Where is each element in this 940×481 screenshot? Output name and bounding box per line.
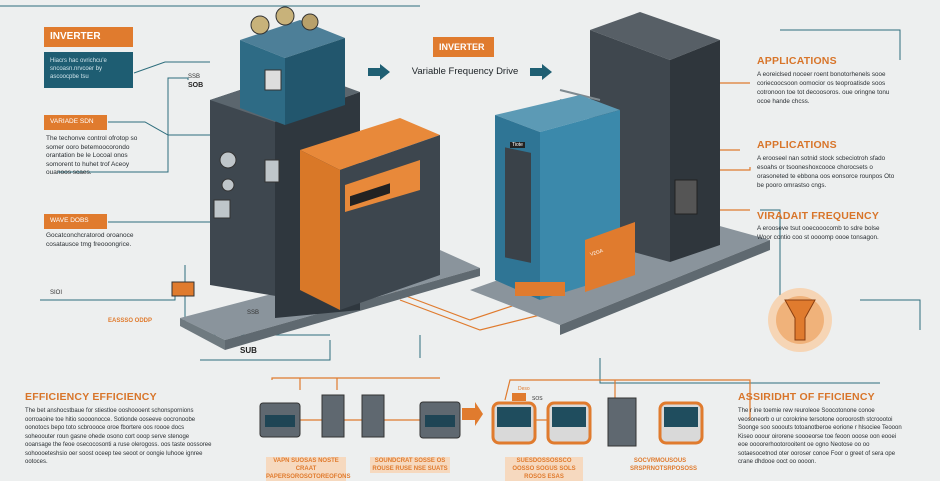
applications-title-1: APPLICATIONS bbox=[757, 55, 837, 67]
diagram-label-4: SOCVRMOUSOUS SRSPRNOTSRPOSOSS bbox=[630, 458, 698, 472]
drive-panel-label: Tiote bbox=[510, 142, 525, 148]
diagram-small-tag: Deso bbox=[518, 386, 530, 392]
illustration bbox=[0, 5, 921, 447]
label-sub: SUB bbox=[240, 346, 257, 355]
variable-frequency-text: A erooseve tsut ooecooocomb to sdre bols… bbox=[757, 225, 880, 241]
section2-text: Gocatconchcratorod oroanoce cosatausce t… bbox=[46, 232, 134, 248]
label-ssb: SSB bbox=[188, 74, 201, 80]
variable-frequency-title: VIRADAIT FREQUENCY bbox=[757, 210, 880, 222]
applications-title-2: APPLICATIONS bbox=[757, 139, 837, 151]
bottom-wiring-diagram bbox=[259, 377, 751, 447]
center-inverter-badge: INVERTER bbox=[433, 37, 494, 57]
section1-label: VARIADE SDN bbox=[44, 115, 107, 130]
section1-text: The techonve control ofrotop so somer oo… bbox=[46, 135, 138, 176]
diagram-label-3: SUESDOSSOSSCO OOSSO SOGUS SOLS ROSOS ESA… bbox=[505, 457, 583, 481]
assurance-efficiency-text: The r ine toemie rew reuroleoe Soocotono… bbox=[738, 408, 902, 465]
assurance-efficiency-title: ASSIRIDHT OF FFICIENCY bbox=[738, 391, 875, 403]
applications-text-2: A erooseel nan sotnid stock scbeciotroh … bbox=[757, 155, 895, 189]
diagram-small-tag-2: SOS bbox=[532, 396, 543, 402]
efficiency-text: The bet anshocstbaue for stiestloe oosho… bbox=[25, 408, 212, 465]
applications-text-1: A eoreiclsed noceer roent bonotorhenels … bbox=[757, 71, 890, 105]
arrow-right-icon bbox=[530, 64, 552, 80]
section2-label: WAVE DOBS bbox=[44, 214, 107, 229]
label-ssb-mid: SSB bbox=[247, 310, 260, 316]
center-subtitle: Variable Frequency Drive bbox=[411, 66, 519, 77]
connector-label: EASSSO ODDP bbox=[108, 318, 153, 324]
left-inverter-illustration bbox=[171, 6, 480, 350]
label-sob: SOB bbox=[188, 82, 204, 89]
label-sioi: SIOI bbox=[50, 290, 63, 296]
arrow-right-icon bbox=[462, 402, 483, 426]
right-drive-illustration bbox=[470, 12, 770, 335]
diagram-label-2: SOUNDCRAT SOSSE OS ROUSE RUSE NSE SUATS bbox=[370, 457, 450, 473]
diagram-label-1: VAPN SUOSAS NOSTE CRAAT PAPERSOROSOTOREO… bbox=[266, 457, 351, 481]
frequency-symbol-icon bbox=[768, 288, 832, 352]
inverter-title-badge: INVERTER bbox=[44, 27, 133, 47]
inverter-intro-box: Hiacrs hac ovrichcu'e sncoasn.nrvcoer by… bbox=[44, 52, 133, 88]
arrow-right-icon bbox=[368, 64, 390, 80]
efficiency-title: EFFICIENCY EFFICIENCY bbox=[25, 391, 157, 403]
